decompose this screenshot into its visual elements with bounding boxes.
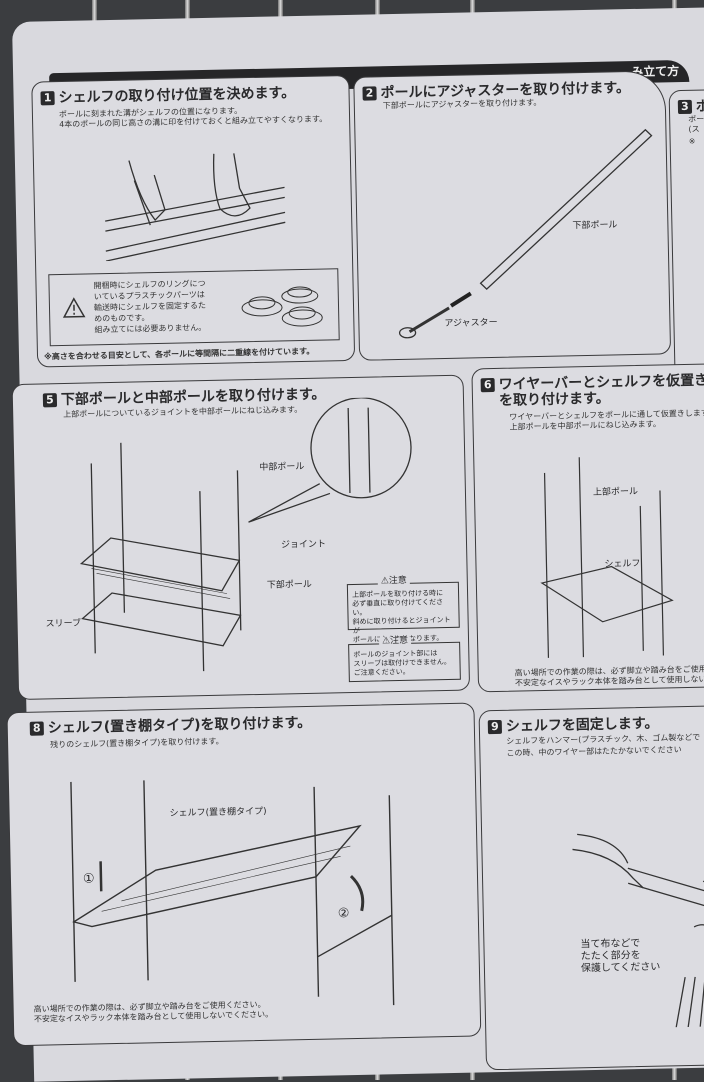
notice-box: 開梱時にシェルフのリングについているプラスチックパーツは輸送時にシェルフを固定す…	[48, 268, 340, 347]
middle-pole-label: 中部ポール	[259, 461, 305, 473]
step-2-desc: 下部ポールにアジャスターを取り付けます。	[382, 97, 542, 111]
step-3-desc: ポー	[688, 114, 704, 124]
shelf-placement-illustration	[70, 780, 395, 1006]
joint-label: ジョイント	[280, 539, 327, 551]
caution-box-1: ⚠注意 上部ポールを取り付ける時に必ず垂直に取り付けてください。斜めに取り付ける…	[346, 576, 460, 644]
step-6-desc: 上部ポールを中部ポールにねじ込みます。	[509, 419, 661, 432]
shelf-placed-type-label: シェルフ(置き棚タイプ)	[169, 806, 267, 819]
sleeve-label: スリーブ	[45, 618, 82, 630]
warning-icon: ⚠	[380, 576, 389, 587]
plastic-parts-illustration	[241, 286, 323, 327]
shelf-label: シェルフ	[604, 558, 641, 570]
rack-assembly-illustration	[79, 397, 412, 672]
lower-pole-illustration	[398, 128, 653, 339]
step-3-desc: ※	[688, 136, 696, 146]
step-8-desc: 残りのシェルフ(置き棚タイプ)を取り付けます。	[50, 736, 224, 750]
step-2-marker: ②	[337, 906, 350, 922]
step-9-desc: この時、中のワイヤー部はたたかないでください	[506, 745, 682, 758]
hammer-hand-illustration	[572, 833, 704, 1028]
shelf-with-upper-poles-illustration	[540, 457, 674, 658]
step-1-marker: ①	[82, 871, 95, 887]
step-3-desc: (ス	[688, 124, 700, 134]
lower-pole-label: 下部ポール	[572, 220, 618, 232]
upper-pole-label: 上部ポール	[592, 486, 639, 498]
warning-icon	[62, 297, 86, 318]
lower-pole-label: 下部ポール	[266, 579, 312, 591]
hands-marking-pole-illustration	[105, 153, 286, 262]
protect-note: 当て布などでたたく部分を保護してください	[580, 938, 661, 975]
adjuster-label: アジャスター	[444, 317, 498, 330]
step-1-footnote: ※高さを合わせる目安として、各ポールに等間隔に二重線を付けています。	[43, 346, 315, 362]
caution-box-2: ⚠注意 ポールのジョイント部にはスリーブは取付けできません。ご注意ください。	[348, 636, 461, 683]
